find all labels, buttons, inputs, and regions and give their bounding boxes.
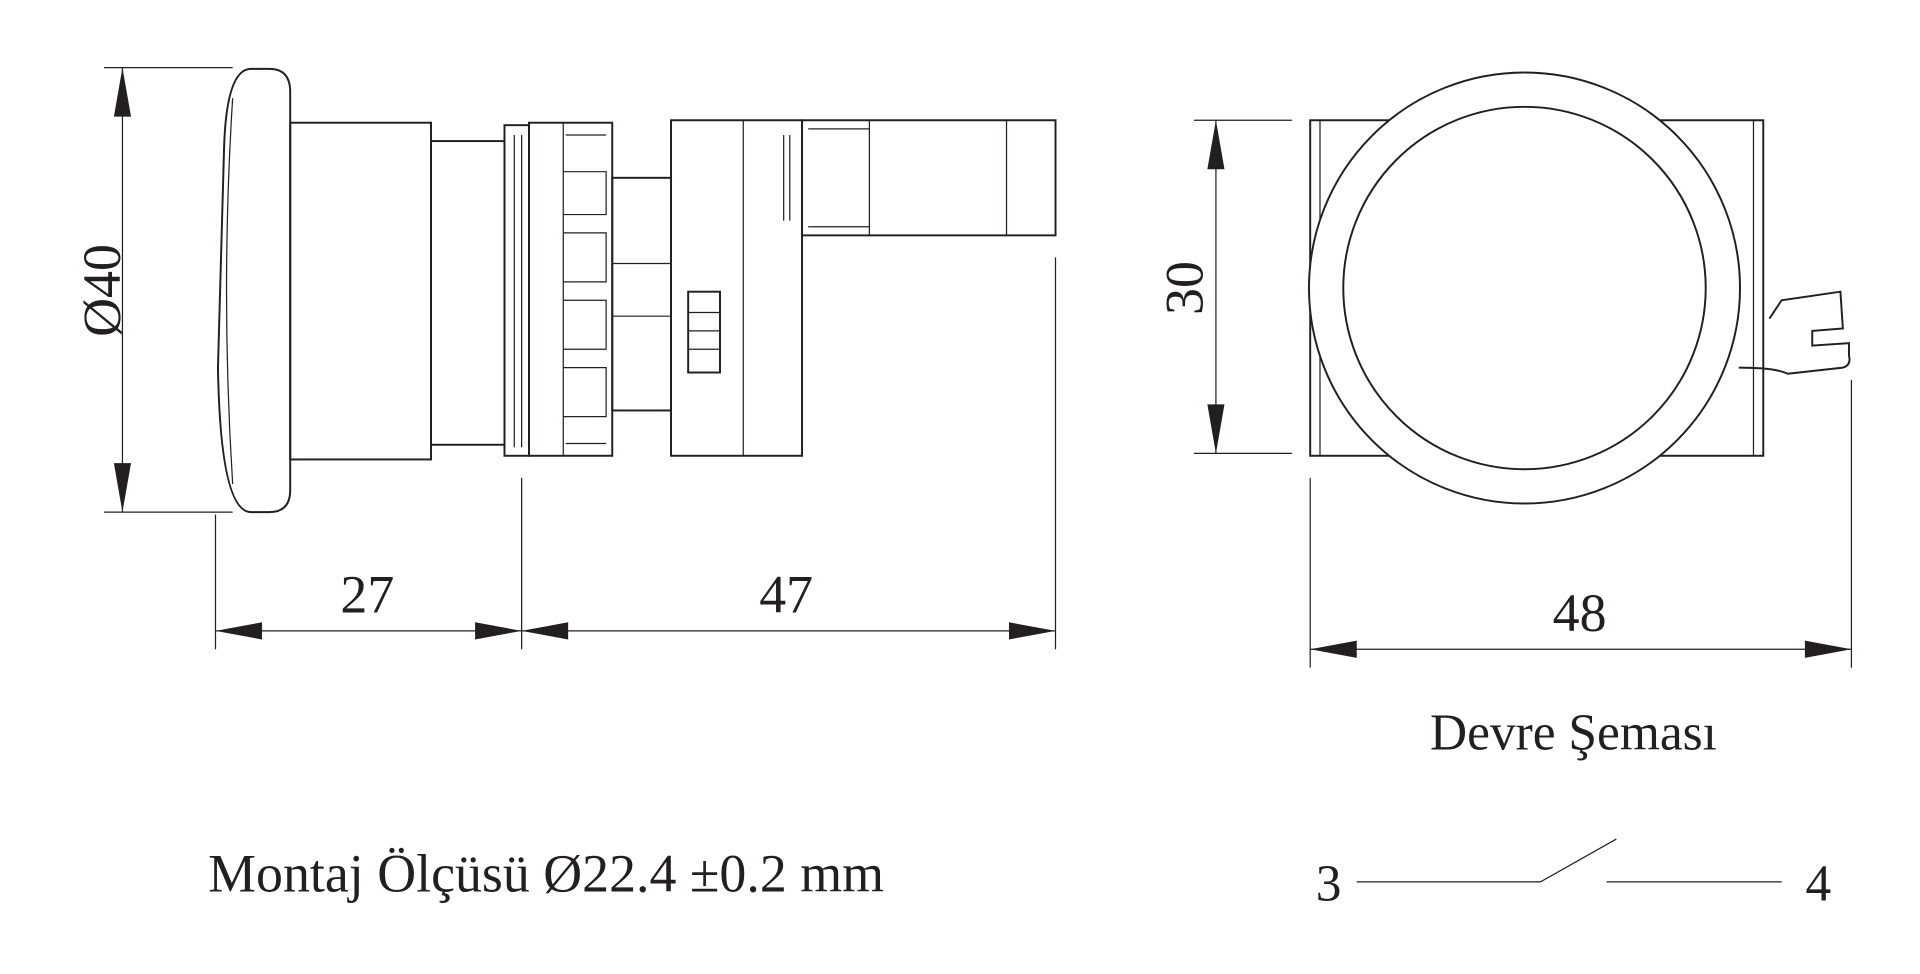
front-view <box>1308 71 1851 505</box>
bezel <box>430 140 506 446</box>
switch-symbol <box>1356 838 1782 883</box>
dimension-length: 27 47 <box>214 257 1057 650</box>
dimension-width: 48 <box>1309 379 1853 668</box>
terminal-4: 4 <box>1806 855 1832 912</box>
dim-front-label: 27 <box>340 565 394 625</box>
terminal-tab <box>1738 290 1851 375</box>
circuit-diagram: 3 4 <box>1316 838 1832 912</box>
dimension-diameter: Ø40 <box>72 66 233 513</box>
terminal-housing <box>801 119 1057 237</box>
diameter-label: Ø40 <box>72 244 132 337</box>
width-label: 48 <box>1553 583 1607 643</box>
terminal-3: 3 <box>1316 855 1342 912</box>
adapter <box>611 176 672 412</box>
actuator-body <box>289 121 433 461</box>
mounting-nut <box>528 121 614 457</box>
side-view <box>216 67 1057 514</box>
mushroom-head <box>216 67 292 514</box>
circuit-title: Devre Şeması <box>1430 705 1717 762</box>
dimension-height: 30 <box>1154 119 1292 454</box>
dim-back-label: 47 <box>759 565 813 625</box>
height-label: 30 <box>1154 261 1214 315</box>
mounting-label: Montaj Ölçüsü Ø22.4 ±0.2 mm <box>208 844 884 904</box>
contact-block <box>670 119 804 457</box>
